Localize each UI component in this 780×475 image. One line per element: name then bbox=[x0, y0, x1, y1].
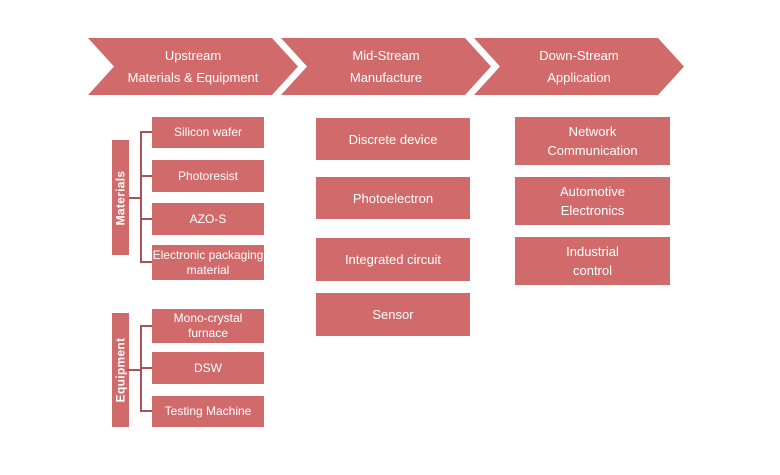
arrow-label-line2: Application bbox=[547, 69, 611, 85]
box-label: furnace bbox=[187, 326, 229, 340]
box-label: Industrial bbox=[566, 244, 619, 259]
box-electronic-packaging-material: Electronic packaging material bbox=[152, 245, 264, 280]
group-label-text: Materials bbox=[113, 170, 128, 225]
connector-tick bbox=[141, 325, 152, 327]
connector-tick bbox=[141, 367, 152, 369]
box-photoelectron: Photoelectron bbox=[316, 177, 470, 219]
box-label: Electronic packaging bbox=[152, 247, 264, 262]
box-label: Discrete device bbox=[348, 131, 438, 147]
connector-tick bbox=[141, 218, 152, 220]
group-label-text: Equipment bbox=[113, 337, 128, 403]
connector-spine-materials bbox=[140, 131, 142, 263]
connector-stub-equipment bbox=[127, 369, 141, 371]
box-label: Electronics bbox=[560, 203, 625, 218]
connector-stub-materials bbox=[129, 197, 141, 199]
box-azo-s: AZO-S bbox=[152, 203, 264, 235]
box-silicon-wafer: Silicon wafer bbox=[152, 117, 264, 148]
arrow-label-line1: Down-Stream bbox=[539, 47, 619, 63]
connector-tick bbox=[141, 175, 152, 177]
box-label: Photoelectron bbox=[352, 190, 434, 206]
box-label: DSW bbox=[194, 360, 222, 375]
arrow-label-line1: Mid-Stream bbox=[352, 47, 420, 63]
box-label: AZO-S bbox=[189, 211, 227, 226]
arrow-label-line2: Materials & Equipment bbox=[127, 69, 259, 85]
arrow-label-line1: Upstream bbox=[164, 47, 222, 63]
box-integrated-circuit: Integrated circuit bbox=[316, 238, 470, 281]
box-photoresist: Photoresist bbox=[152, 160, 264, 192]
connector-tick bbox=[141, 131, 152, 133]
box-testing-machine: Testing Machine bbox=[152, 396, 264, 427]
box-sensor: Sensor bbox=[316, 293, 470, 336]
process-arrow-downstream: Down-Stream Application bbox=[474, 38, 684, 95]
box-label: Testing Machine bbox=[164, 404, 252, 418]
group-label-materials: Materials bbox=[112, 140, 129, 255]
box-label: Silicon wafer bbox=[173, 125, 243, 139]
connector-tick bbox=[141, 410, 152, 412]
connector-tick bbox=[141, 261, 152, 263]
box-label: Network bbox=[568, 124, 617, 139]
box-industrial-control: Industrial control bbox=[515, 237, 670, 285]
box-mono-crystal-furnace: Mono-crystal furnace bbox=[152, 309, 264, 343]
box-label: Photoresist bbox=[177, 168, 239, 183]
arrow-label-line2: Manufacture bbox=[349, 69, 423, 85]
process-arrow-upstream: Upstream Materials & Equipment bbox=[88, 38, 298, 95]
box-label: Mono-crystal bbox=[173, 311, 243, 325]
box-label: Integrated circuit bbox=[344, 252, 442, 267]
box-label: Sensor bbox=[372, 307, 414, 322]
group-label-equipment: Equipment bbox=[112, 313, 129, 427]
process-arrow-midstream: Mid-Stream Manufacture bbox=[281, 38, 491, 95]
box-label: material bbox=[186, 262, 230, 277]
box-dsw: DSW bbox=[152, 352, 264, 384]
box-automotive-electronics: Automotive Electronics bbox=[515, 177, 670, 225]
box-label: control bbox=[572, 263, 613, 278]
box-label: Communication bbox=[547, 143, 638, 158]
box-network-communication: Network Communication bbox=[515, 117, 670, 165]
box-label: Automotive bbox=[559, 184, 626, 199]
box-discrete-device: Discrete device bbox=[316, 118, 470, 160]
